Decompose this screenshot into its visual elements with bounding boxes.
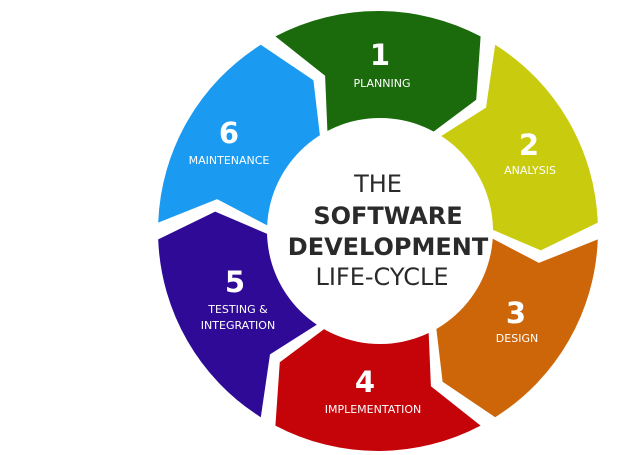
stage-6-number: 6	[219, 116, 239, 150]
stage-2-label: ANALYSIS	[504, 164, 556, 177]
stage-1-number: 1	[370, 38, 390, 72]
stage-1-label: PLANNING	[354, 77, 411, 90]
stage-5-label-line1: TESTING &	[207, 303, 268, 316]
stage-5-label-line2: INTEGRATION	[201, 319, 275, 332]
stage-5-number: 5	[225, 265, 245, 299]
stage-4-segment	[275, 326, 481, 451]
stage-4-number: 4	[355, 365, 375, 399]
stage-3-label: DESIGN	[496, 332, 538, 345]
stage-6-label: MAINTENANCE	[189, 154, 270, 167]
center-circle	[267, 118, 493, 344]
stage-2-segment	[435, 44, 598, 251]
stage-5-segment	[158, 211, 321, 418]
title-line-software: SOFTWARE	[313, 202, 462, 230]
title-line-development: DEVELOPMENT	[288, 233, 489, 261]
cycle-ring	[158, 11, 598, 451]
stage-1-segment	[275, 11, 481, 136]
title-line-lifecycle: LIFE-CYCLE	[315, 263, 448, 291]
stage-2-number: 2	[519, 128, 539, 162]
title-line-the: THE	[353, 170, 402, 198]
stage-3-number: 3	[506, 296, 526, 330]
stage-4-label: IMPLEMENTATION	[325, 403, 422, 416]
